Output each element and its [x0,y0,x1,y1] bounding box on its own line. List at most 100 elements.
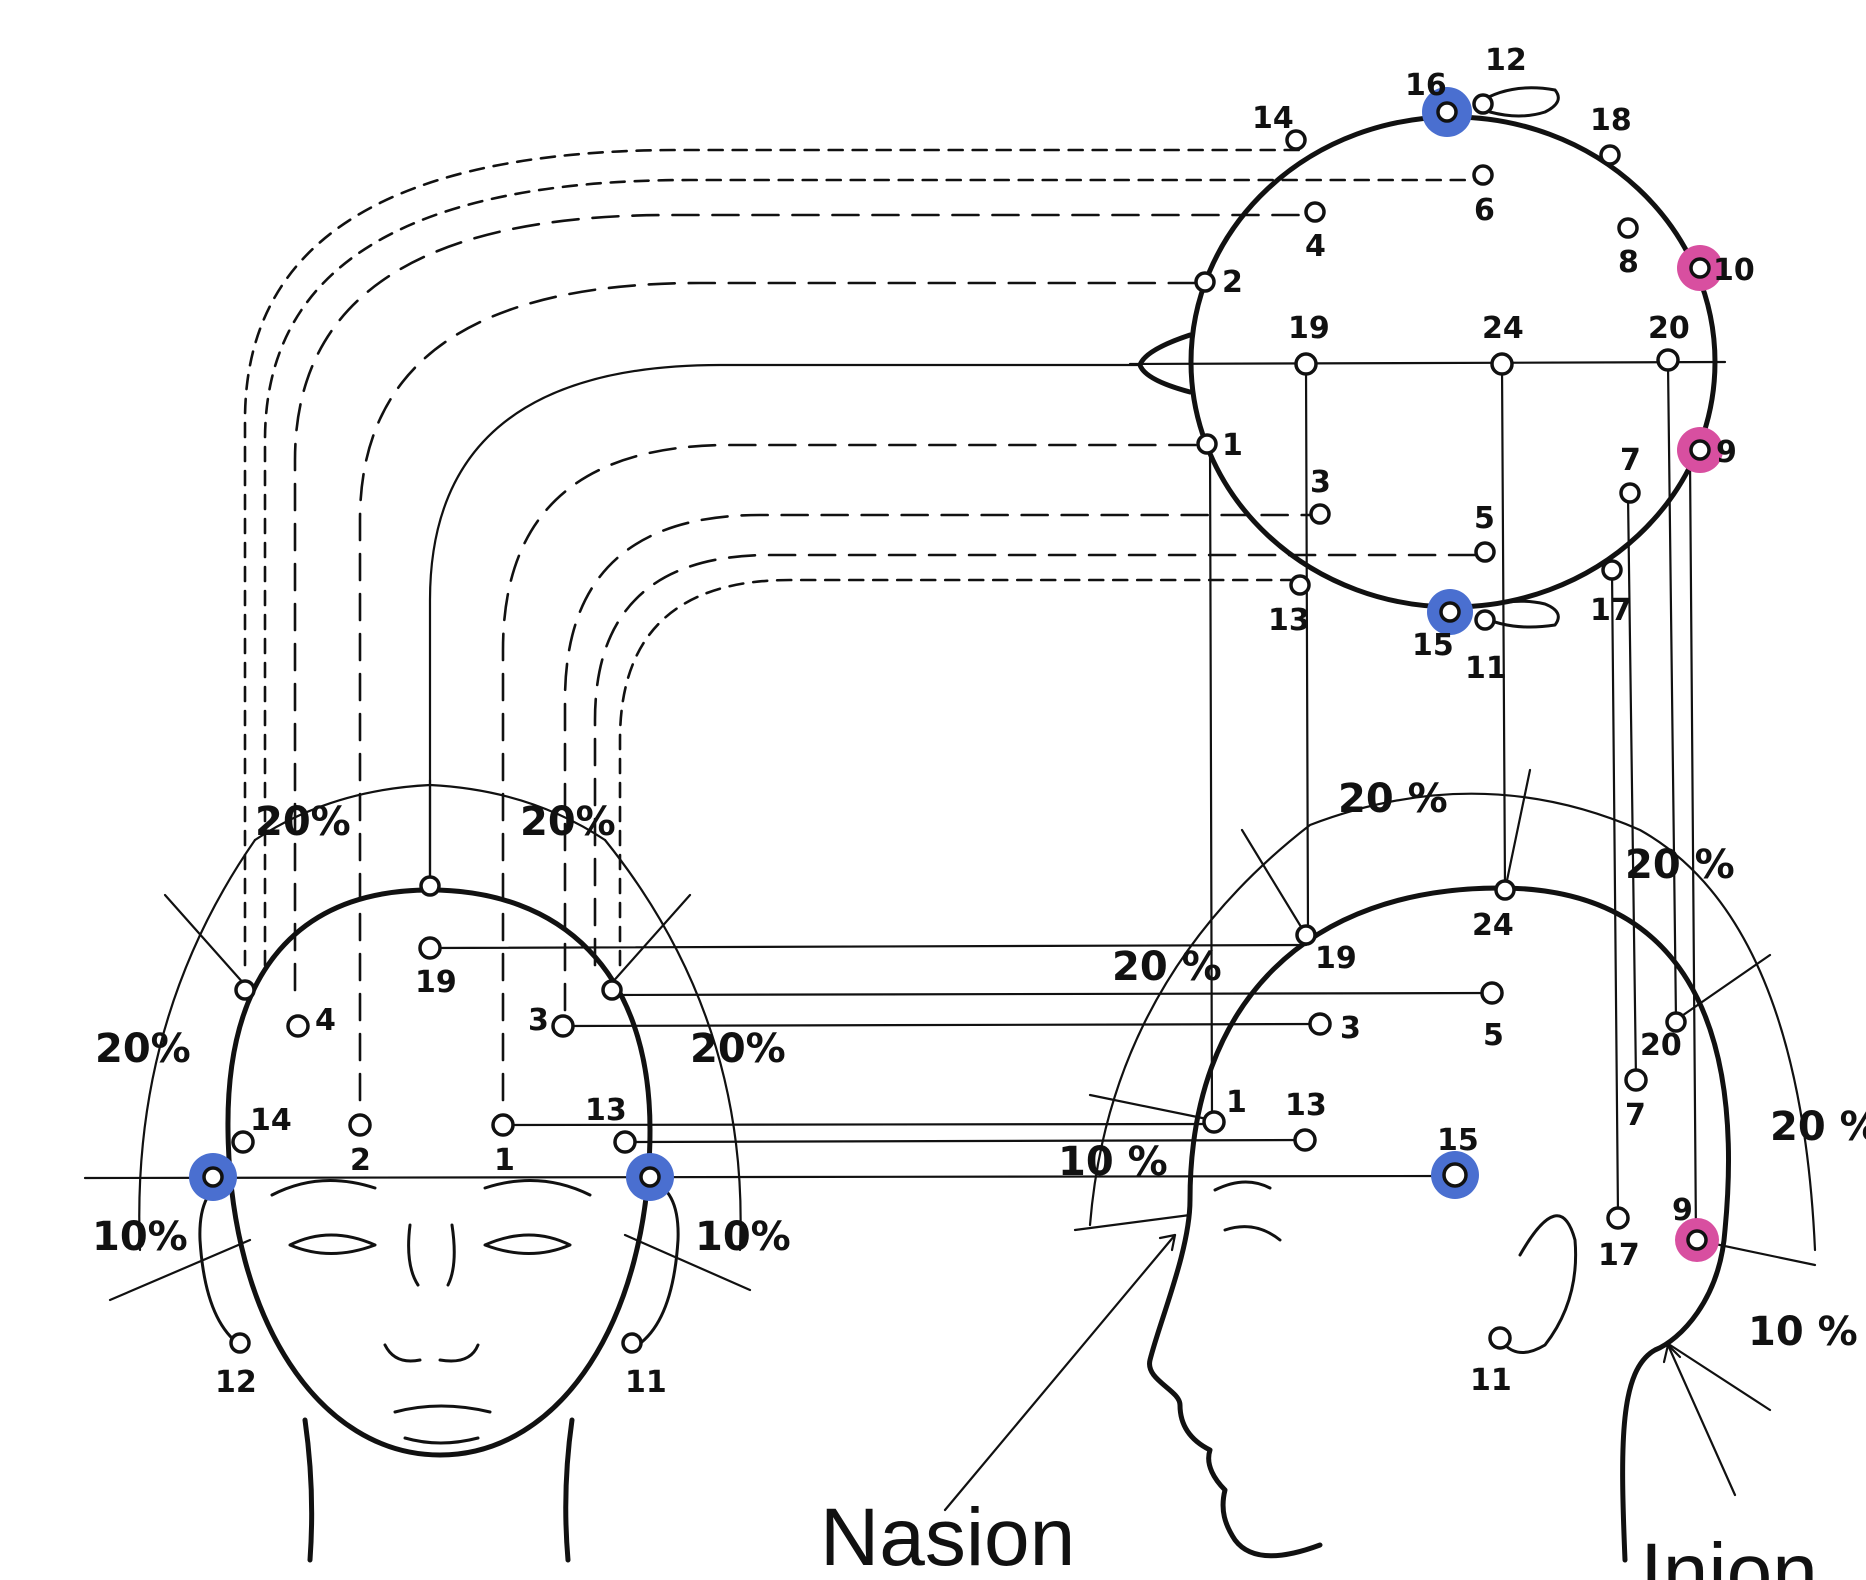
pct-front-top-right: 20% [520,799,616,845]
front-tick-low-left [108,1238,252,1302]
electrode-19-front [418,936,442,960]
connector-2 [358,281,1202,1102]
electrode-19 [1294,352,1318,376]
label-front-4: 4 [315,1003,336,1038]
vline-20 [1666,362,1678,1022]
label-top-6: 6 [1474,193,1495,228]
vline-17 [1610,568,1620,1217]
side-tick-inion [1668,1343,1772,1412]
front-view-lower-lip [403,1436,480,1445]
pct-side-front-upper: 20 % [1112,944,1222,990]
electrode-24-side [1494,879,1516,901]
label-top-5: 5 [1474,501,1495,536]
side-view-ear [1503,1214,1578,1354]
electrode-12-front [229,1332,251,1354]
label-front-2: 2 [350,1143,371,1178]
label-top-19: 19 [1288,311,1330,346]
front-arc-right [603,838,742,1252]
label-front-14: 14 [250,1103,292,1138]
front-tick-low-right [623,1233,752,1292]
label-side-13: 13 [1285,1088,1327,1123]
front-view-nose-left [407,1223,420,1287]
pct-front-right-low: 10% [695,1214,791,1260]
vline-9 [1688,458,1698,1242]
electrode-5 [1474,541,1496,563]
electrode-right-arc [601,979,623,1001]
label-top-11: 11 [1465,651,1507,686]
electrode-13-side [1293,1128,1317,1152]
side-tick-front [1240,828,1308,937]
electrode-3-side [1308,1012,1332,1036]
vline-24 [1500,362,1507,892]
electrode-9-side [1686,1229,1708,1251]
front-tick-right [608,893,692,987]
front-view-eye-left [288,1233,377,1255]
label-top-20: 20 [1648,311,1690,346]
electrode-15-side [1442,1162,1468,1188]
electrode-3-front [551,1014,575,1038]
top-view-electrodes [1194,93,1711,631]
connector-1 [501,443,1202,1102]
top-view-labels: 16 12 14 18 6 4 8 10 2 19 24 20 1 9 3 7 … [1222,43,1755,686]
vline-1 [1208,438,1214,1122]
pct-side-top: 20 % [1338,776,1448,822]
hline-13 [623,1138,1307,1144]
label-top-24: 24 [1482,311,1524,346]
electrode-1 [1196,433,1218,455]
pct-side-back-mid: 20 % [1770,1104,1866,1150]
label-top-1: 1 [1222,428,1243,463]
label-front-13: 13 [585,1093,627,1128]
connector-curves [243,148,1482,1102]
hline-19 [428,943,1308,950]
electrode-1-side [1202,1110,1226,1134]
electrode-2-front [348,1113,372,1137]
electrode-11 [1474,609,1496,631]
label-side-1: 1 [1226,1085,1247,1120]
label-top-14: 14 [1252,101,1294,136]
electrode-24 [1490,352,1514,376]
electrode-10 [1689,257,1711,279]
nasion-arrowhead [1158,1233,1177,1252]
electrode-17 [1601,559,1623,581]
side-view-eyebrow [1213,1180,1272,1192]
electrode-16-front [202,1166,224,1188]
electrode-13-front [613,1130,637,1154]
label-top-4: 4 [1305,229,1326,264]
label-top-16: 16 [1405,68,1447,103]
label-top-10: 10 [1713,253,1755,288]
pct-side-back-upper: 20 % [1625,842,1735,888]
label-top-12: 12 [1485,43,1527,78]
front-view-eyebrow-left [270,1179,377,1197]
vline-19 [1304,362,1310,937]
electrode-8 [1617,217,1639,239]
electrode-7 [1619,482,1641,504]
front-view-labels: 19 4 3 14 2 1 13 12 11 [215,965,667,1400]
front-view-nose-right [446,1223,456,1287]
front-view-eye-right [483,1233,572,1255]
electrode-20-side [1665,1011,1687,1033]
label-top-7: 7 [1620,443,1641,478]
side-tick-top [1503,768,1532,892]
pct-front-left-low: 10% [92,1214,188,1260]
side-view-face-profile [1147,1197,1323,1559]
electrode-4-front [286,1014,310,1038]
connector-13 [618,578,1302,967]
front-view-neck-right [563,1417,575,1563]
top-view-ear-top [1476,86,1560,118]
label-top-2: 2 [1222,265,1243,300]
electrode-12 [1472,93,1494,115]
electrode-9 [1689,439,1711,461]
side-tick-nasion [1073,1213,1192,1232]
label-top-8: 8 [1618,245,1639,280]
label-front-19: 19 [415,965,457,1000]
electrode-front-top [419,875,441,897]
label-top-15: 15 [1412,628,1454,663]
side-view-eye [1223,1225,1282,1242]
inion-label: Inion [1640,1527,1818,1580]
front-view-electrodes [202,875,661,1354]
electrode-7-side [1624,1068,1648,1092]
electrode-16 [1436,101,1458,123]
front-measure-arcs [108,778,752,1302]
side-view-head [1147,885,1731,1563]
